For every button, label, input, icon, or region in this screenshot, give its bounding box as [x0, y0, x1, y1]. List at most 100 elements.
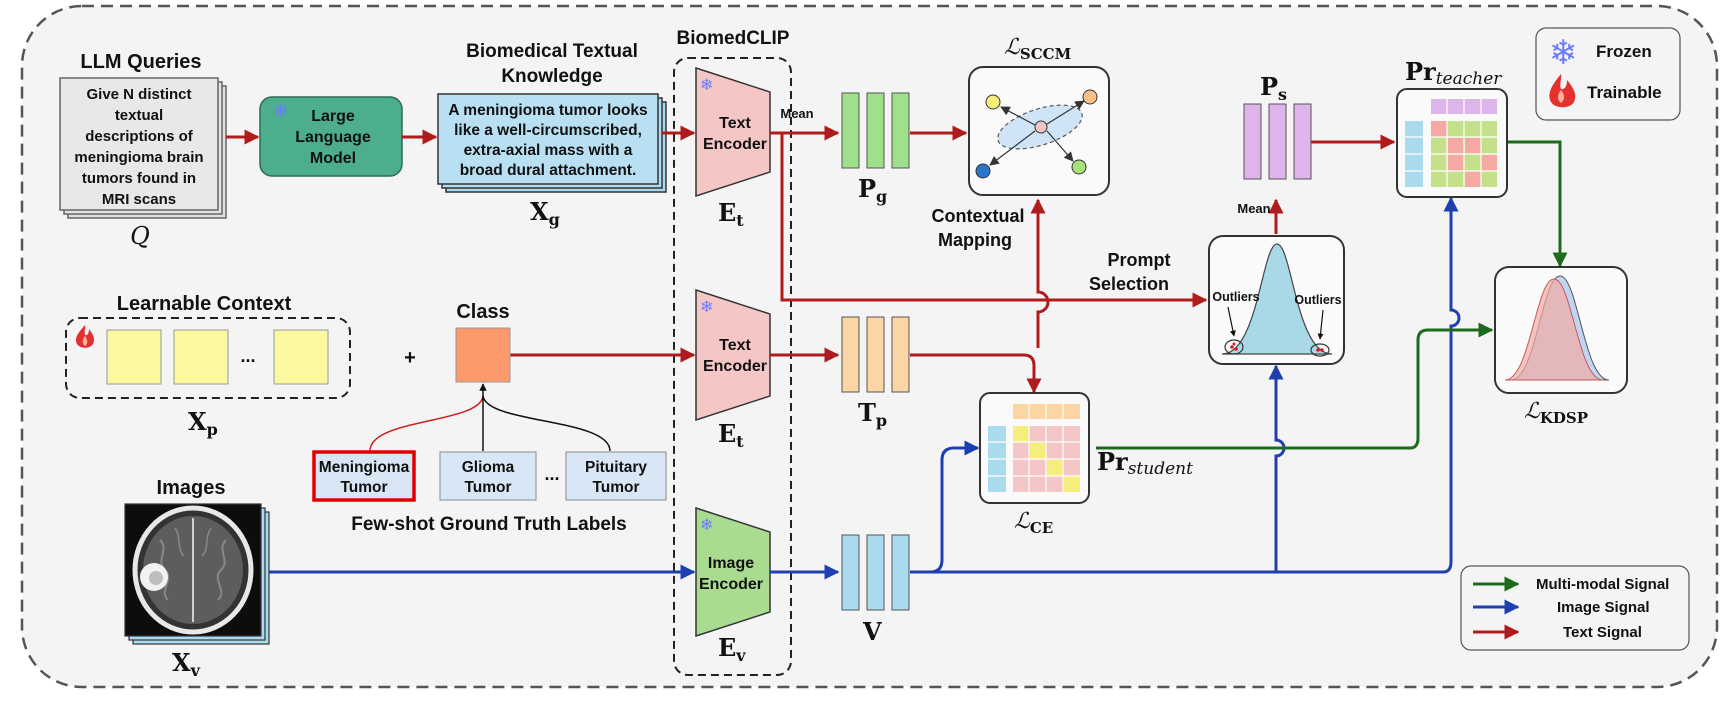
tp-embedding [841, 316, 910, 393]
text-encoder-1 [695, 66, 771, 198]
text-encoder-2 [695, 288, 771, 422]
learnable-context-frame [65, 317, 351, 399]
label-meningioma-line-1: Meningioma [319, 459, 410, 476]
arrow-v-to-ce [929, 440, 980, 574]
knowledge-stack [437, 93, 667, 193]
image-encoder-line-1: Image [708, 555, 754, 572]
outliers-right-label: Outliers [1294, 293, 1341, 307]
llm-query-line-6: MRI scans [102, 191, 176, 208]
label-pituitary [565, 451, 667, 501]
symbol-pr-student: Prstudent [1097, 447, 1193, 479]
text-encoder-2-line-1: Text [719, 337, 751, 354]
arrow-v-to-teacher [910, 196, 1461, 574]
prompt-selection-line-2: Selection [1089, 274, 1169, 294]
symbol-l-kdsp: ℒKDSP [1524, 399, 1588, 427]
context-token-3 [273, 329, 329, 385]
context-token-1 [106, 329, 162, 385]
image-encoder-line-2: Encoder [699, 576, 763, 593]
symbol-pr-teacher: Prteacher [1405, 57, 1502, 89]
knowledge-line-2: like a well-circumscribed, [454, 122, 642, 139]
label-meningioma [312, 450, 416, 502]
llm-query-line-1: Give N distinct [86, 86, 191, 103]
symbol-xv: Xv [172, 648, 201, 680]
llm-line-1: Large [311, 108, 355, 125]
llm-line-3: Model [310, 150, 356, 167]
label-glioma-line-2: Tumor [464, 479, 511, 496]
biomedclip-frame [673, 57, 792, 676]
learnable-context-title: Learnable Context [117, 293, 292, 315]
legend-frozen-label: Frozen [1596, 42, 1652, 61]
mean-label-1: Mean [780, 106, 813, 121]
legend-image-label: Image Signal [1557, 599, 1650, 616]
text-encoder-2-frozen-icon: ❄ [700, 299, 713, 316]
outlier-left-circle [1224, 339, 1244, 355]
knowledge-title-1: Biomedical Textual [466, 41, 638, 62]
gaussian-curve [1221, 243, 1333, 355]
prompt-selection-line-1: Prompt [1108, 250, 1171, 270]
symbol-xp: Xp [188, 407, 218, 439]
arrow-tp-to-ce [910, 353, 1042, 394]
llm-queries-stack [59, 77, 227, 219]
symbol-v: V [862, 617, 882, 646]
legend-multimodal-label: Multi-modal Signal [1536, 576, 1669, 593]
arrow-text-embedding-to-prompt-selection [780, 133, 1208, 308]
symbol-q: Q [130, 222, 150, 250]
symbol-ev: Ev [718, 633, 746, 665]
teacher-matrix [1405, 99, 1497, 187]
text-encoder-1-line-1: Text [719, 115, 751, 132]
legend-trainable-label: Trainable [1587, 83, 1662, 102]
symbol-xg: Xg [530, 197, 560, 229]
contextual-mapping-line-1: Contextual [931, 206, 1024, 226]
link-pituitary-to-class [482, 395, 611, 452]
symbol-l-ce: ℒCE [1014, 509, 1053, 537]
images-title: Images [157, 477, 226, 499]
outlier-right-pointer [1317, 309, 1324, 340]
label-glioma-line-1: Glioma [462, 459, 515, 476]
label-pituitary-line-2: Tumor [592, 479, 639, 496]
llm-queries-title: LLM Queries [80, 51, 201, 73]
knowledge-title-2: Knowledge [501, 66, 602, 87]
symbol-et-1: Et [718, 198, 744, 230]
llm-query-line-2: textual [115, 107, 163, 124]
outliers-left-label: Outliers [1212, 290, 1259, 304]
contextual-mapping-line-2: Mapping [938, 230, 1012, 250]
trainable-flame-icon [1549, 74, 1576, 108]
text-encoder-1-line-2: Encoder [703, 136, 767, 153]
llm-frozen-icon: ❄ [273, 101, 288, 121]
plus-sign: + [404, 347, 416, 369]
knowledge-line-1: A meningioma tumor looks [448, 102, 647, 119]
label-glioma [439, 451, 537, 501]
ps-embedding [1243, 103, 1312, 180]
class-token [455, 327, 511, 383]
v-embedding [841, 534, 910, 611]
symbol-l-sccm: ℒSCCM [1004, 35, 1071, 63]
pg-embedding [841, 92, 910, 169]
llm-query-line-3: descriptions of [85, 128, 194, 145]
context-token-2 [173, 329, 229, 385]
arrow-student-to-kdsp [1096, 322, 1494, 450]
legend-text-label: Text Signal [1563, 624, 1642, 641]
sccm-cluster [975, 89, 1098, 179]
label-meningioma-line-2: Tumor [340, 479, 387, 496]
llm-query-line-5: tumors found in [82, 170, 196, 187]
text-encoder-2-line-2: Encoder [703, 358, 767, 375]
class-title: Class [456, 301, 509, 323]
image-encoder [695, 506, 771, 638]
arrow-teacher-to-kdsp [1508, 140, 1568, 268]
label-pituitary-line-1: Pituitary [585, 459, 647, 476]
llm-line-2: Language [295, 129, 371, 146]
knowledge-line-3: extra-axial mass with a [464, 142, 633, 159]
knowledge-line-4: broad dural attachment. [460, 162, 637, 179]
llm-query-line-4: meningioma brain [74, 149, 203, 166]
link-meningioma-to-class [369, 395, 484, 452]
image-encoder-frozen-icon: ❄ [700, 517, 713, 534]
labels-caption: Few-shot Ground Truth Labels [351, 514, 627, 535]
kdsp-student-curve [1504, 278, 1604, 381]
mean-label-2: Mean [1237, 201, 1270, 216]
student-matrix [988, 404, 1080, 492]
symbol-tp: Tp [858, 398, 887, 430]
arrow-contextual-mapping [1030, 198, 1050, 348]
outlier-left-pointer [1227, 306, 1236, 337]
frozen-icon: ❄ [1549, 34, 1578, 72]
trainable-flame-icon-context [75, 325, 95, 348]
